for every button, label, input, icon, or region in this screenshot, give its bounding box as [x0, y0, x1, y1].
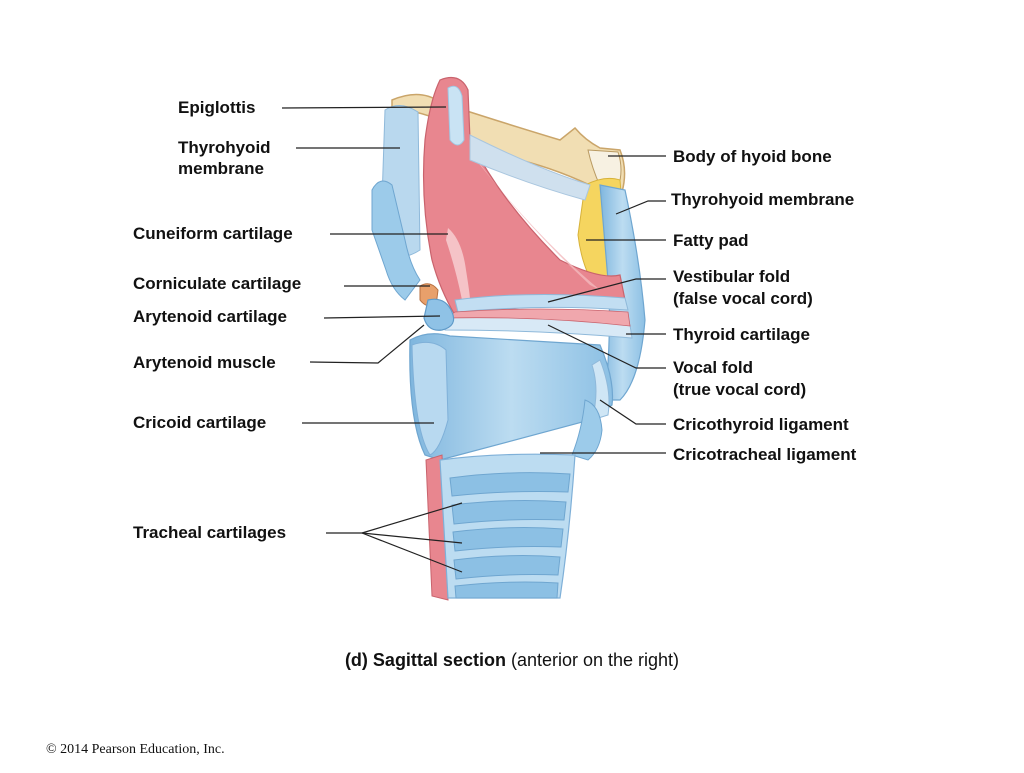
label-thyrohyoid-membrane-left-2: membrane — [178, 159, 264, 178]
epiglottis-cartilage-edge — [447, 85, 465, 146]
tracheal-ring-4 — [453, 555, 561, 580]
label-cricothyroid-ligament: Cricothyroid ligament — [673, 415, 849, 434]
label-thyroid-cartilage: Thyroid cartilage — [673, 325, 810, 344]
cricoid-cartilage — [409, 333, 614, 461]
vestibular-fold — [454, 293, 629, 313]
cricoid-lamina — [411, 341, 449, 456]
tracheal-ring-1 — [449, 472, 571, 497]
anterior-cricoid-arch — [571, 399, 603, 461]
tracheal-ring-2 — [451, 500, 567, 525]
label-arytenoid-muscle: Arytenoid muscle — [133, 353, 276, 372]
caption-normal: (anterior on the right) — [510, 650, 680, 670]
label-cricotracheal-ligament: Cricotracheal ligament — [673, 445, 857, 464]
label-tracheal-cartilages: Tracheal cartilages — [133, 523, 287, 542]
arytenoid-cartilage — [423, 298, 455, 331]
label-fatty-pad: Fatty pad — [673, 231, 749, 250]
label-thyrohyoid-membrane-right: Thyrohyoid membrane — [671, 190, 855, 209]
tracheal-ring-5 — [454, 581, 559, 599]
caption-bold: (d) Sagittal section — [344, 650, 506, 670]
figure-caption: (d) Sagittal section (anterior on the ri… — [0, 650, 1024, 671]
label-arytenoid-cartilage: Arytenoid cartilage — [133, 307, 287, 326]
label-thyrohyoid-membrane-left-1: Thyrohyoid — [178, 138, 271, 157]
tracheal-ring-3 — [452, 527, 564, 552]
label-cricoid-cartilage: Cricoid cartilage — [133, 413, 267, 432]
posterior-cartilage-column — [371, 180, 421, 301]
upper-ligament-band — [469, 134, 591, 201]
copyright-notice: © 2014 Pearson Education, Inc. — [46, 742, 225, 757]
label-body-of-hyoid-bone: Body of hyoid bone — [673, 147, 832, 166]
ventricle — [443, 308, 631, 327]
label-epiglottis: Epiglottis — [178, 98, 256, 117]
label-vocal-fold-2: (true vocal cord) — [673, 380, 807, 399]
leader-lines — [281, 106, 666, 573]
cuneiform-faint — [446, 228, 470, 300]
label-corniculate-cartilage: Corniculate cartilage — [133, 274, 302, 293]
label-vestibular-fold-1: Vestibular fold — [673, 267, 791, 286]
label-cuneiform-cartilage: Cuneiform cartilage — [133, 224, 293, 243]
label-vestibular-fold-2: (false vocal cord) — [673, 289, 813, 308]
label-vocal-fold-1: Vocal fold — [673, 358, 753, 377]
